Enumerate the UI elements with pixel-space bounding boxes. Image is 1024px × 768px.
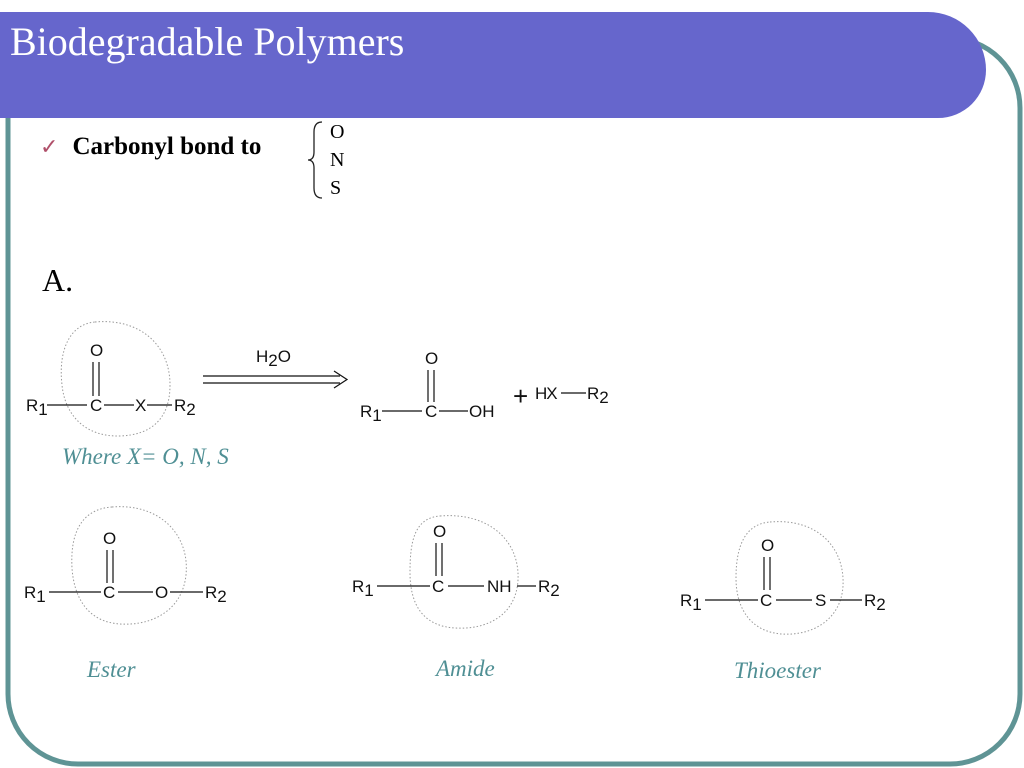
curly-brace-icon (307, 121, 323, 199)
hydrolysis-reaction: O R1 C X R2 H2O O R1 C OH + HX R2 (26, 321, 609, 437)
reactant-r2: R2 (174, 396, 196, 419)
byproduct-r2: R2 (587, 384, 609, 407)
thioester-r1: R1 (680, 591, 702, 614)
reactant-r1: R1 (26, 396, 48, 419)
product-hydroxyl: OH (469, 402, 495, 421)
amide-hetero: NH (487, 577, 512, 596)
checkmark-icon: ✓ (40, 134, 59, 159)
thioester-hetero: S (815, 591, 826, 610)
amide-structure: O R1 C NH R2 (352, 515, 560, 629)
product-carbon: C (425, 402, 437, 421)
reactant-x: X (135, 396, 146, 415)
reagent-water: H2O (256, 347, 291, 370)
ester-hetero: O (155, 583, 168, 602)
slide-title: Biodegradable Polymers (10, 19, 405, 64)
amide-oxygen: O (433, 522, 446, 541)
byproduct-hx: HX (535, 384, 557, 403)
ester-r1: R1 (24, 583, 46, 606)
thioester-carbon: C (760, 591, 772, 610)
section-label: A. (42, 262, 74, 298)
ester-r2: R2 (205, 583, 227, 606)
amide-r2: R2 (538, 577, 560, 600)
reactant-highlight (60, 321, 171, 437)
amide-r1: R1 (352, 577, 374, 600)
reactant-carbon: C (90, 396, 102, 415)
where-caption: Where X= O, N, S (62, 444, 229, 469)
ester-highlight (71, 506, 187, 625)
reactant-oxygen: O (90, 341, 103, 360)
amide-carbon: C (432, 577, 444, 596)
brace-list: O N S (330, 118, 344, 202)
product-r1: R1 (360, 402, 382, 425)
thioester-structure: O R1 C S R2 (680, 521, 886, 635)
ester-caption: Ester (87, 657, 136, 682)
ester-oxygen: O (103, 529, 116, 548)
thioester-r2: R2 (864, 591, 886, 614)
thioester-caption: Thioester (734, 658, 821, 683)
brace-item-s: S (330, 177, 342, 199)
amide-highlight (409, 515, 519, 629)
brace-item-n: N (330, 149, 345, 171)
thioester-highlight (735, 521, 844, 635)
amide-caption: Amide (436, 656, 495, 681)
product-oxygen: O (425, 349, 438, 368)
plus-sign: + (513, 381, 528, 411)
bullet-item: ✓ Carbonyl bond to (40, 133, 261, 161)
ester-structure: O R1 C O R2 (24, 506, 227, 625)
thioester-oxygen: O (761, 536, 774, 555)
bullet-text: Carbonyl bond to (72, 133, 262, 160)
reaction-arrow-icon (203, 370, 349, 389)
brace-item-o: O (330, 121, 345, 143)
ester-carbon: C (103, 583, 115, 602)
title-bar (0, 12, 986, 118)
